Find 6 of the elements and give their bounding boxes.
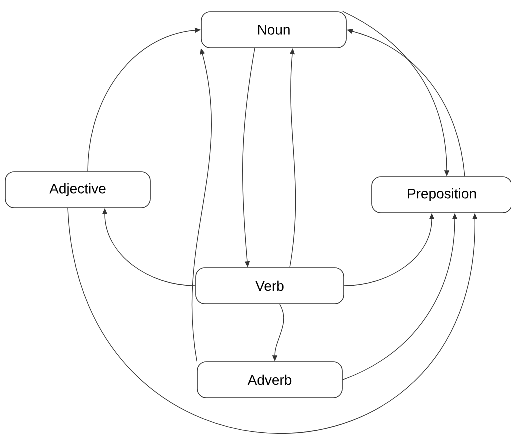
word-box: Verb <box>196 268 344 304</box>
word-box: Adverb <box>197 362 343 398</box>
word-box: Preposition <box>372 176 511 214</box>
word-box: Noun <box>201 12 347 48</box>
word-box: Adjective <box>5 172 151 208</box>
arrow <box>68 208 478 434</box>
